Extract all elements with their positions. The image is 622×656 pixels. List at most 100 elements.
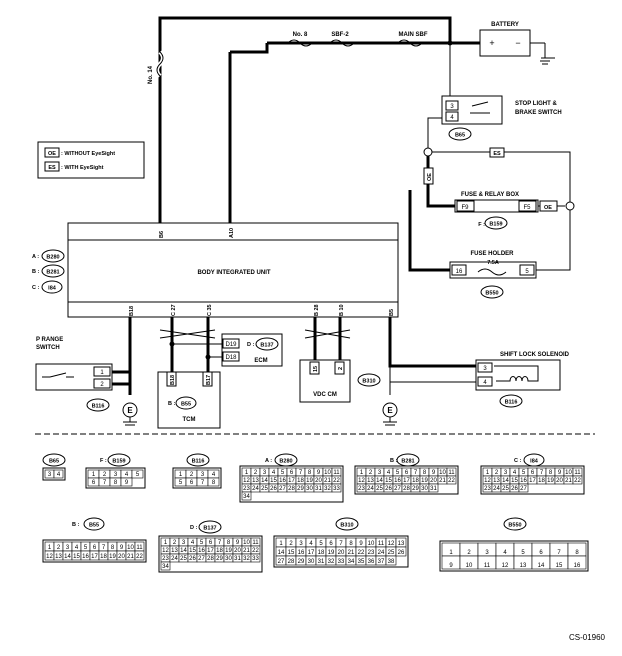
svg-text:3: 3 <box>483 366 487 372</box>
connector-pin-number: 15 <box>511 478 518 484</box>
svg-text:B55: B55 <box>89 523 99 529</box>
connector-pin-number: 1 <box>360 470 364 476</box>
connector-pin-number: 19 <box>421 478 428 484</box>
svg-text:OE: OE <box>427 173 433 181</box>
connector-pin-number: 18 <box>100 554 107 560</box>
svg-text:SBF-2: SBF-2 <box>331 32 349 38</box>
connector-pin-number: 11 <box>448 470 455 476</box>
connector-pin-number: 4 <box>513 470 517 476</box>
connector-pin-number: 16 <box>82 554 89 560</box>
connector-pin-number: 19 <box>306 478 313 484</box>
connector-pin-number: 4 <box>212 472 216 478</box>
connector-pin-number: 26 <box>189 556 196 562</box>
connector-pin-number: 3 <box>299 541 303 547</box>
connector-pin-cell <box>518 483 529 493</box>
connector-pin-number: 11 <box>252 540 259 546</box>
connector-pin-number: 17 <box>288 478 295 484</box>
connector-pin-number: 13 <box>252 478 259 484</box>
svg-text:4: 4 <box>483 380 487 386</box>
connector-pin-number: 31 <box>318 559 325 565</box>
connector-pin-number: 15 <box>189 548 196 554</box>
connector-pin-number: 14 <box>180 548 187 554</box>
svg-text:B280: B280 <box>46 255 59 261</box>
connector-pin-number: 36 <box>368 559 375 565</box>
svg-text:B 10: B 10 <box>339 304 345 316</box>
svg-text:A :: A : <box>32 254 39 260</box>
svg-text:No. 14: No. 14 <box>148 65 154 84</box>
connector-pin-number: 22 <box>333 478 340 484</box>
svg-text:BRAKE SWITCH: BRAKE SWITCH <box>515 110 562 116</box>
ground-2: E <box>382 402 398 426</box>
connector-pin-number: 32 <box>328 559 335 565</box>
connector-pin-number: 29 <box>216 556 223 562</box>
connector-pin-number: 2 <box>254 470 258 476</box>
stop-light-switch: 3 4 STOP LIGHT & BRAKE SWITCH B65 <box>441 95 562 141</box>
connector-pin-number: 25 <box>261 486 268 492</box>
connector-pin-number: 34 <box>243 494 250 500</box>
connector-pin-number: 7 <box>201 480 205 486</box>
connector-pin-number: 3 <box>263 470 267 476</box>
connector-pin-number: 23 <box>484 486 491 492</box>
connector-pin-cell <box>395 546 407 557</box>
connector-pin-number: 15 <box>270 478 277 484</box>
connector-pin-number: 34 <box>348 559 355 565</box>
connector-pin-number: 4 <box>387 470 391 476</box>
fuse-no8: No. 8 <box>287 32 313 47</box>
connector-pin-number: 4 <box>191 540 195 546</box>
connector-pin-number: 8 <box>423 470 427 476</box>
svg-text:B :: B : <box>72 522 80 528</box>
svg-text:MAIN SBF: MAIN SBF <box>399 32 428 38</box>
connector-pin-number: 28 <box>288 559 295 565</box>
connector-pin-number: 10 <box>324 470 331 476</box>
connector-pin-number: 18 <box>318 550 325 556</box>
connector-pin-number: 24 <box>493 486 500 492</box>
svg-text:B310: B310 <box>340 523 353 529</box>
connector-pin-number: 20 <box>234 548 241 554</box>
connector-pin-number: 30 <box>421 486 428 492</box>
connector-pin-number: 6 <box>92 480 96 486</box>
svg-text:B137: B137 <box>260 343 273 349</box>
connector-pin-number: 5 <box>396 470 400 476</box>
connector-pin-number: 7 <box>414 470 418 476</box>
connector-pin-number: 30 <box>225 556 232 562</box>
connector-pin-number: 37 <box>378 559 385 565</box>
connector-pin-number: 28 <box>403 486 410 492</box>
twisted-pair-marks <box>159 329 351 339</box>
connector-pin-number: 3 <box>201 472 205 478</box>
connector-pin-number: 1 <box>164 540 168 546</box>
connector-pin-number: 5 <box>281 470 285 476</box>
connector-pin-number: 12 <box>358 478 365 484</box>
connector-pin-number: 18 <box>297 478 304 484</box>
tcm: B18 B17 B : B55 TCM <box>157 371 221 429</box>
svg-text:: WITHOUT EyeSight: : WITHOUT EyeSight <box>61 151 115 157</box>
connector-pin-number: 5 <box>136 472 140 478</box>
connector-pin-number: 16 <box>198 548 205 554</box>
connector-pin-number: 1 <box>245 470 249 476</box>
connector-pin-cell <box>241 491 252 501</box>
connector-pin-number: 17 <box>308 550 315 556</box>
connector-pin-number: 14 <box>538 563 545 569</box>
connector-pin-number: 11 <box>484 563 491 569</box>
fuse-relay-box: FUSE & RELAY BOX F9 F5 OE F : B159 <box>454 192 558 230</box>
connector-pin-number: 3 <box>485 550 489 556</box>
connector-pin-number: 29 <box>297 486 304 492</box>
svg-text:SWITCH: SWITCH <box>36 345 60 351</box>
connector-pin-number: 3 <box>66 545 70 551</box>
connector-pin-cell <box>428 483 439 493</box>
connector-pin-number: 1 <box>279 541 283 547</box>
connector-pin-number: 34 <box>162 564 169 570</box>
connector-pin-cell <box>53 469 64 479</box>
connector-pin-number: 15 <box>556 563 563 569</box>
svg-text:F9: F9 <box>461 205 469 211</box>
svg-text:4: 4 <box>450 115 454 121</box>
connector-pin-number: 8 <box>227 540 231 546</box>
connector-pin-number: 33 <box>338 559 345 565</box>
connector-pin-number: 8 <box>349 541 353 547</box>
